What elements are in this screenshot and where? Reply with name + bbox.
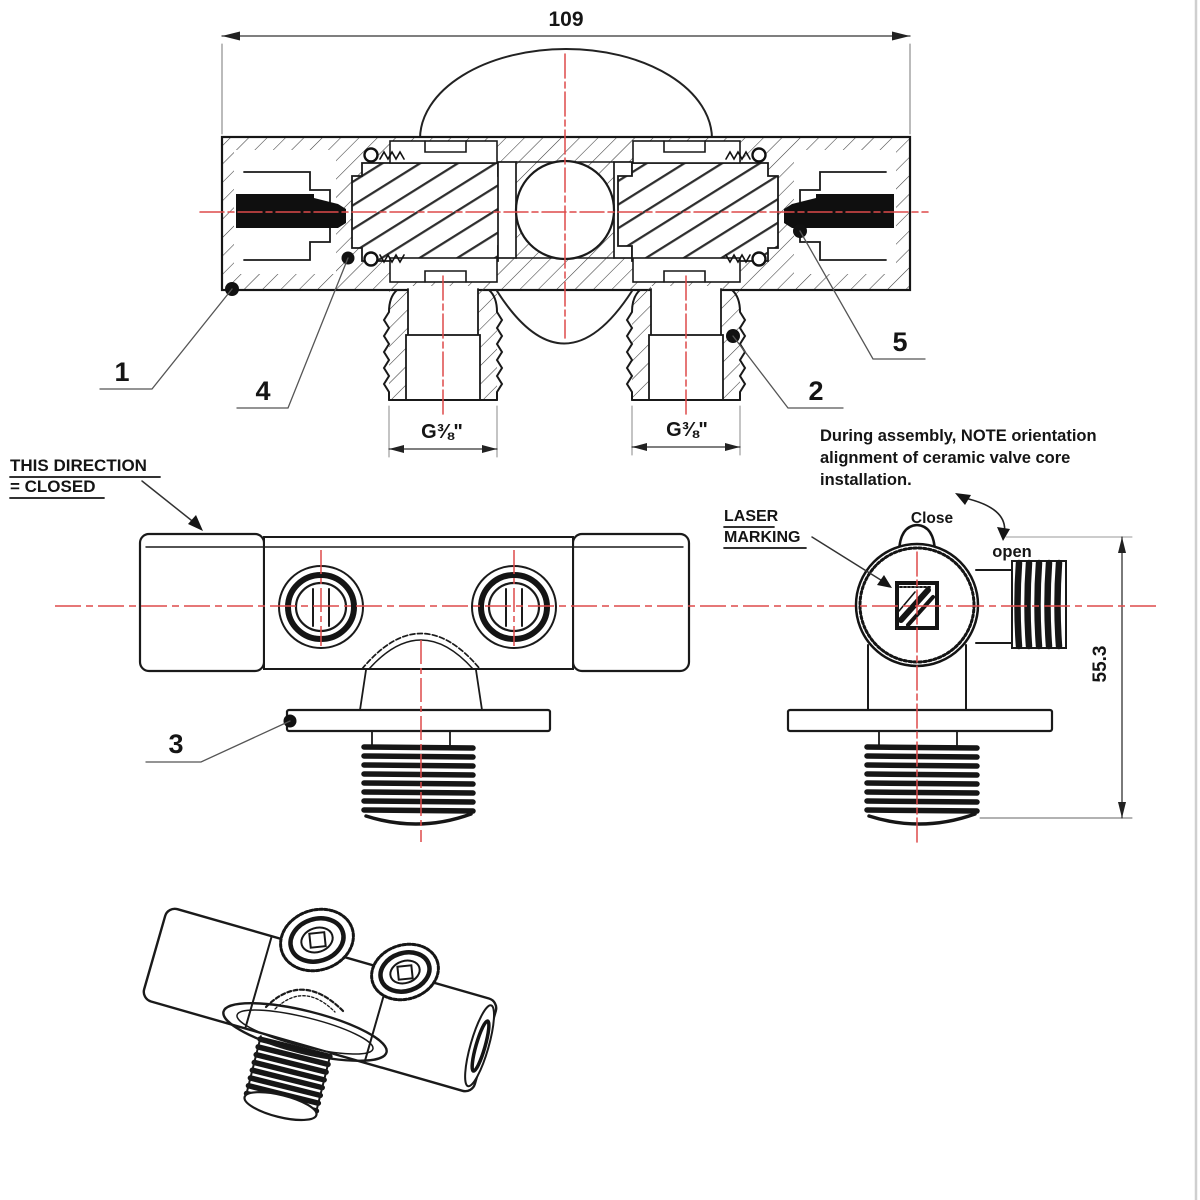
callout-4: 4 bbox=[236, 251, 355, 409]
dim-55-3-label: 55.3 bbox=[1090, 646, 1111, 683]
o-ring-bottom-right bbox=[751, 251, 767, 267]
close-label: Close bbox=[911, 510, 954, 527]
svg-text:MARKING: MARKING bbox=[724, 529, 800, 546]
thread-left-label: G⅜" bbox=[421, 421, 463, 443]
isometric-view bbox=[142, 907, 498, 1122]
svg-text:5: 5 bbox=[892, 327, 907, 357]
open-label: open bbox=[992, 543, 1031, 561]
front-view: 3 THIS DIRECTION = CLOSED bbox=[9, 456, 691, 826]
svg-text:LASER: LASER bbox=[724, 508, 779, 525]
dome-arc bbox=[419, 48, 713, 140]
svg-text:2: 2 bbox=[808, 376, 823, 406]
dimension-55-3: 55.3 bbox=[979, 536, 1133, 819]
end-flange bbox=[786, 708, 1054, 733]
front-flange bbox=[285, 708, 552, 733]
callout-5: 5 bbox=[793, 224, 926, 360]
laser-marking-note: LASER MARKING bbox=[723, 508, 892, 588]
svg-text:= CLOSED: = CLOSED bbox=[10, 477, 96, 496]
front-centerlines bbox=[320, 550, 515, 842]
assembly-note: During assembly, NOTE orientation alignm… bbox=[820, 427, 1097, 489]
callout-2: 2 bbox=[726, 329, 844, 409]
iso-port-left bbox=[279, 907, 355, 973]
svg-text:alignment of ceramic valve cor: alignment of ceramic valve core bbox=[820, 449, 1070, 467]
left-end-plug bbox=[234, 150, 346, 274]
dimension-109: 109 bbox=[221, 8, 911, 135]
svg-text:installation.: installation. bbox=[820, 471, 912, 489]
o-ring-top-right bbox=[751, 147, 767, 163]
direction-note: THIS DIRECTION = CLOSED bbox=[9, 456, 203, 531]
end-side-thread bbox=[975, 559, 1067, 650]
iso-flange bbox=[222, 1002, 388, 1062]
front-dome bbox=[361, 632, 481, 670]
front-bottom-thread bbox=[361, 744, 476, 826]
dim-109-label: 109 bbox=[548, 8, 583, 31]
rotation-arrow bbox=[955, 493, 1010, 541]
section-view: 109 G⅜" G⅜" 1 4 bbox=[99, 8, 929, 458]
callout-1: 1 bbox=[99, 282, 239, 390]
o-ring-bottom-left bbox=[363, 251, 379, 267]
iso-port-right bbox=[370, 942, 440, 1002]
o-ring-top-left bbox=[363, 147, 379, 163]
end-bottom-thread bbox=[864, 744, 980, 826]
svg-text:1: 1 bbox=[114, 357, 129, 387]
end-view: Close open LASER MARKING 55.3 Durin bbox=[723, 427, 1133, 843]
centerlines-top bbox=[199, 53, 929, 415]
svg-text:4: 4 bbox=[255, 376, 270, 406]
svg-text:THIS DIRECTION: THIS DIRECTION bbox=[10, 456, 147, 475]
svg-text:3: 3 bbox=[168, 729, 183, 759]
svg-text:During assembly, NOTE orientat: During assembly, NOTE orientation bbox=[820, 427, 1097, 445]
thread-dim-right: G⅜" bbox=[631, 405, 741, 456]
thread-dim-left: G⅜" bbox=[388, 405, 498, 458]
callout-3: 3 bbox=[145, 714, 297, 763]
front-left-cap bbox=[138, 532, 266, 673]
thread-right-label: G⅜" bbox=[666, 419, 708, 441]
front-right-cap bbox=[571, 532, 691, 673]
boss-arc bbox=[496, 290, 633, 345]
